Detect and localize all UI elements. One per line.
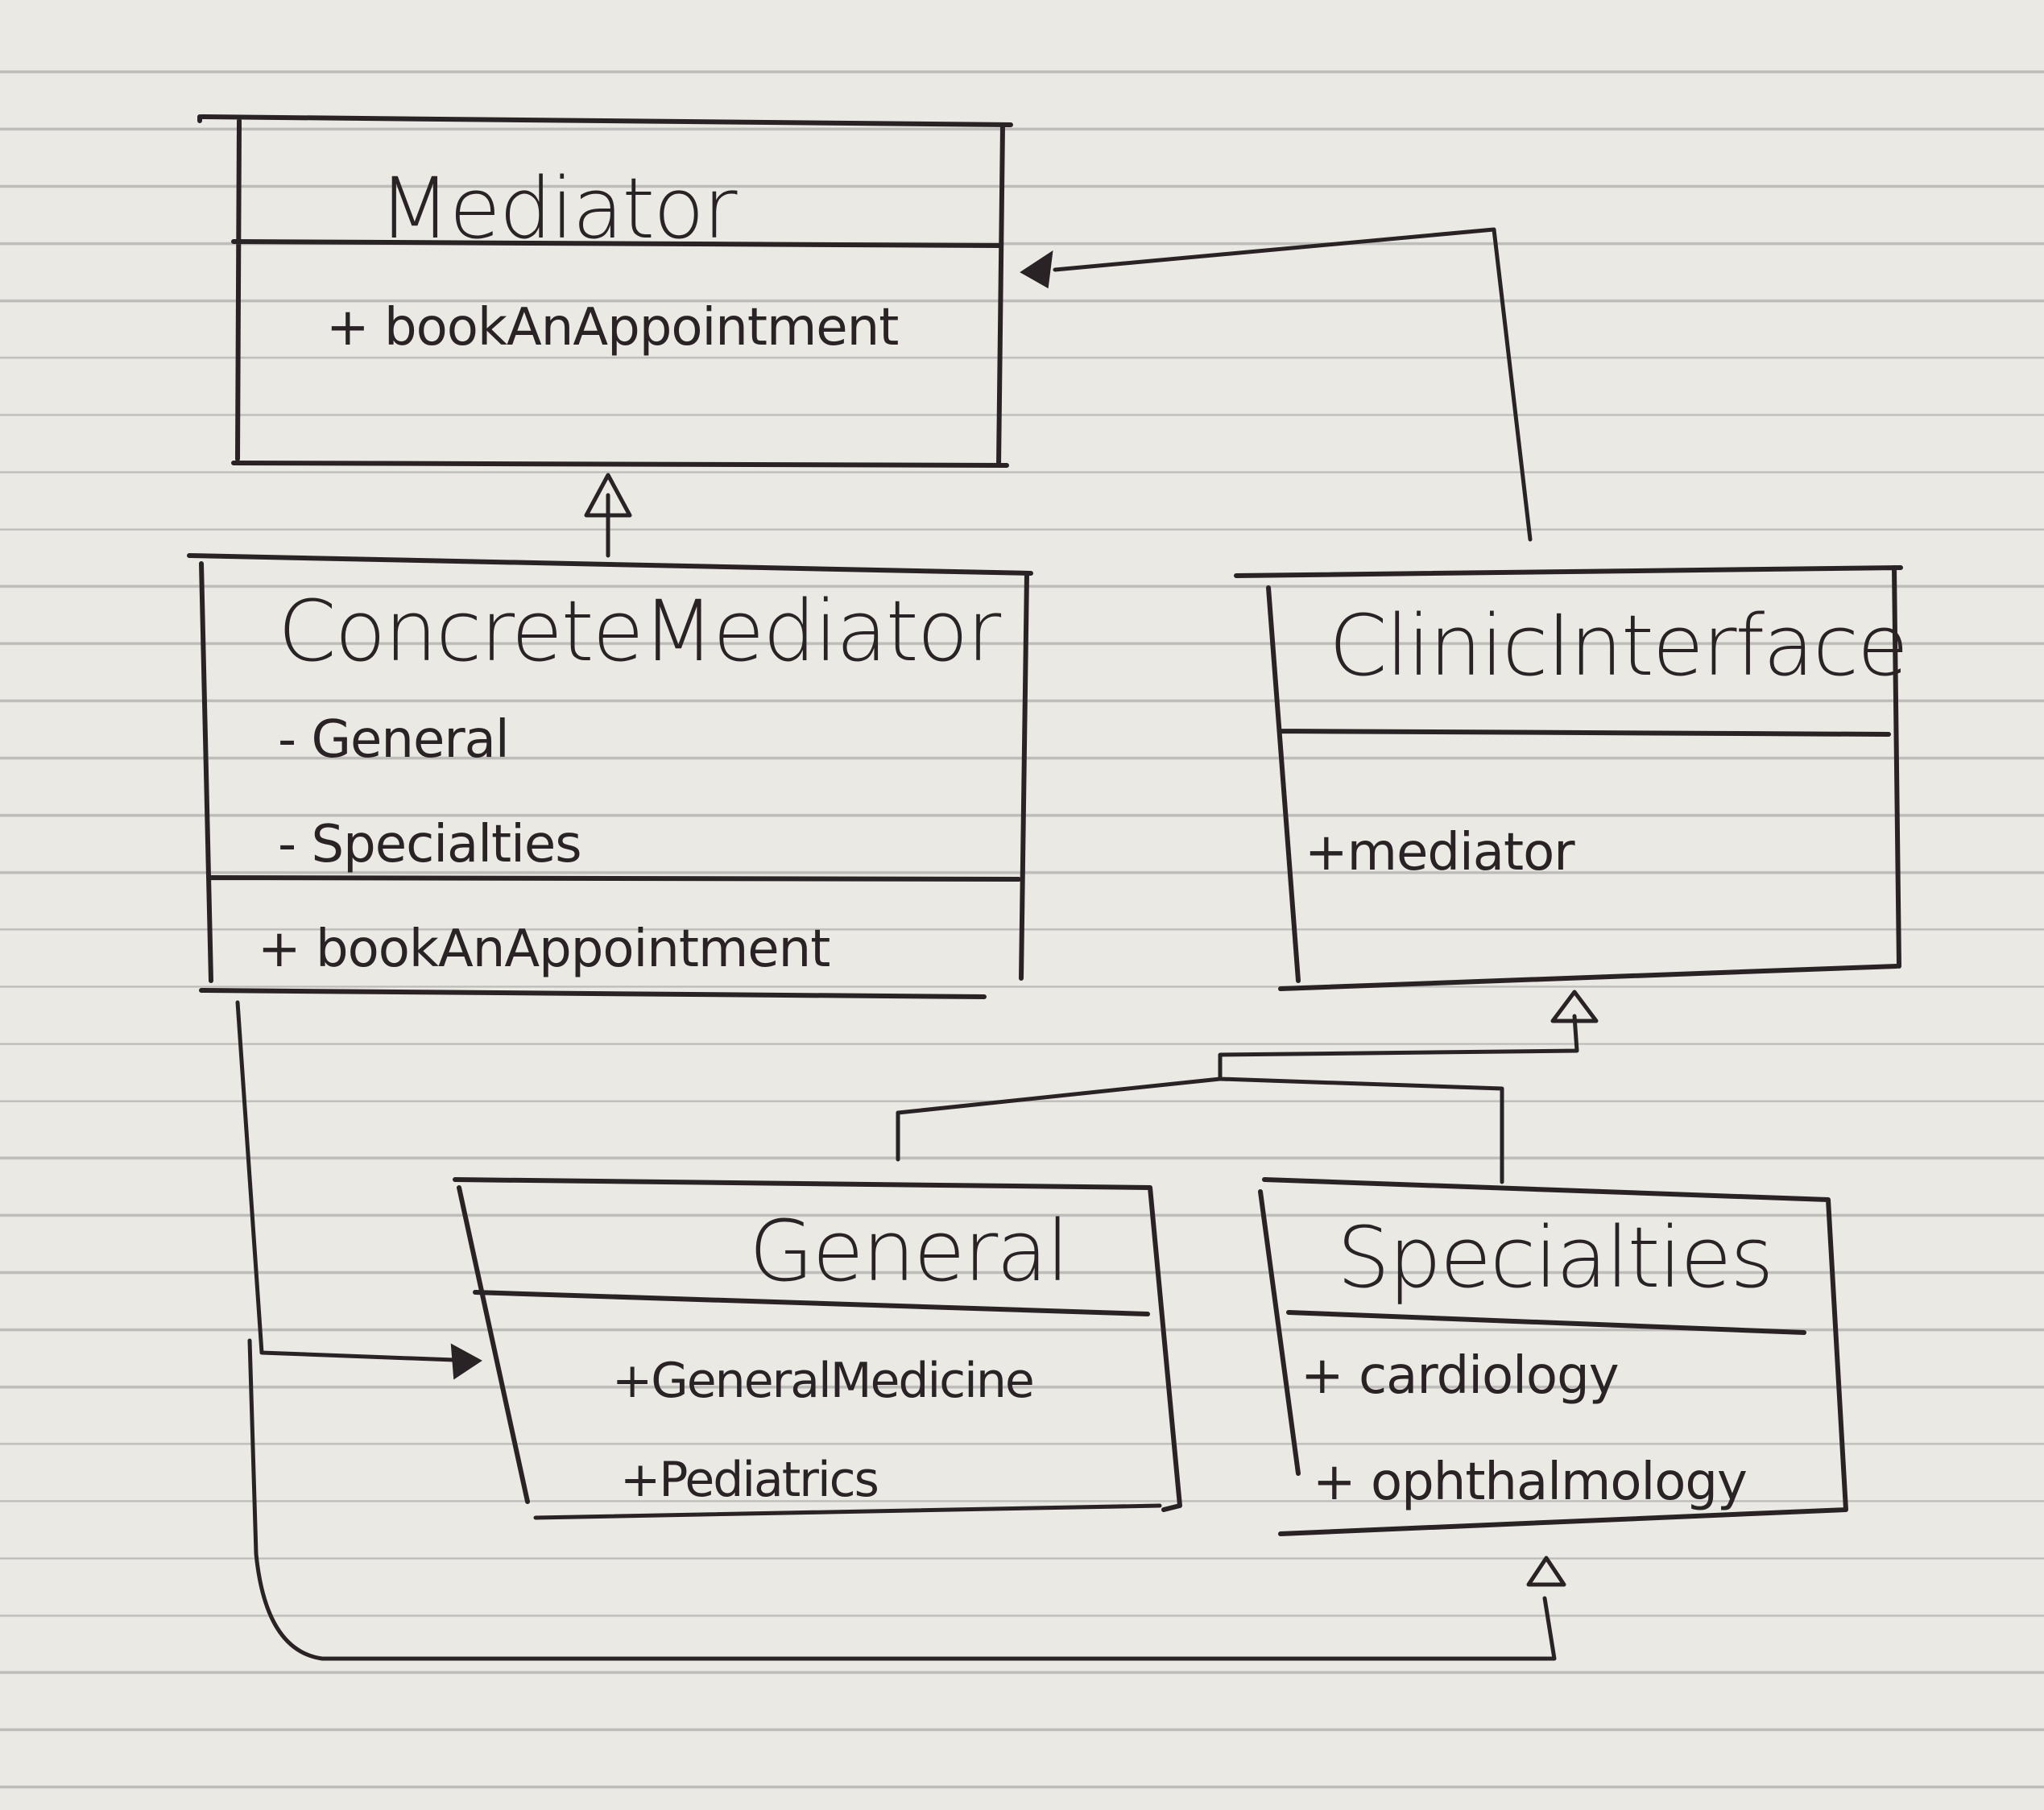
- association-arrowhead: [1020, 250, 1053, 289]
- class-general: General +GeneralMedicine +Pediatrics: [453, 1177, 1182, 1512]
- class-mediator: Mediator + bookAnAppointment: [197, 114, 1013, 468]
- clinic-interface-box: [1234, 565, 1903, 991]
- general-method-general-medicine: +GeneralMedicine: [612, 1353, 1033, 1409]
- class-clinic-interface: ClinicInterface +mediator: [1234, 565, 1909, 991]
- specialties-method-ophthalmology: + ophthalmology: [1313, 1453, 1747, 1512]
- concrete-mediator-box: [187, 553, 1033, 999]
- general-box: [453, 1177, 1182, 1512]
- clinic-interface-attr-mediator: +mediator: [1305, 823, 1575, 882]
- inheritance-tree-line-specialties: [1218, 1014, 1579, 1184]
- inheritance-arrowhead-clinic: [1550, 990, 1599, 1023]
- class-specialties: Specialties + cardiology + ophthalmology: [1258, 1177, 1848, 1536]
- specialties-name: Specialties: [1337, 1209, 1773, 1307]
- concrete-mediator-method: + bookAnAppointment: [258, 919, 830, 979]
- mediator-box: [197, 114, 1013, 468]
- mediator-name: Mediator: [379, 159, 738, 258]
- general-method-pediatrics: +Pediatrics: [620, 1452, 878, 1508]
- inheritance-tree-line-general: [896, 1076, 1223, 1162]
- relation-subclasses-to-clinic-interface: [896, 990, 1599, 1184]
- general-name: General: [749, 1202, 1068, 1300]
- mediator-method: + bookAnAppointment: [326, 298, 898, 357]
- concrete-mediator-attr-specialties: - Specialties: [278, 815, 581, 874]
- class-concrete-mediator: ConcreteMediator - General - Specialties…: [187, 553, 1033, 999]
- association-arrowhead-specialties: [1526, 1556, 1566, 1587]
- specialties-method-cardiology: + cardiology: [1301, 1346, 1619, 1406]
- relation-concrete-mediator-to-general: [235, 1000, 482, 1380]
- concrete-mediator-attr-general: - General: [278, 710, 509, 770]
- inheritance-arrowhead: [584, 473, 632, 518]
- clinic-interface-name: ClinicInterface: [1329, 597, 1907, 695]
- concrete-mediator-name: ConcreteMediator: [278, 582, 1001, 680]
- association-line: [1053, 227, 1533, 542]
- relation-general-to-specialties: [247, 1338, 1566, 1661]
- relation-concrete-mediator-to-mediator: [584, 473, 632, 558]
- association-loop-line: [247, 1338, 1557, 1661]
- association-arrowhead-general: [450, 1343, 482, 1380]
- specialties-box: [1258, 1177, 1848, 1536]
- association-line-general: [235, 1000, 478, 1363]
- relation-clinic-interface-to-mediator: [1020, 227, 1533, 542]
